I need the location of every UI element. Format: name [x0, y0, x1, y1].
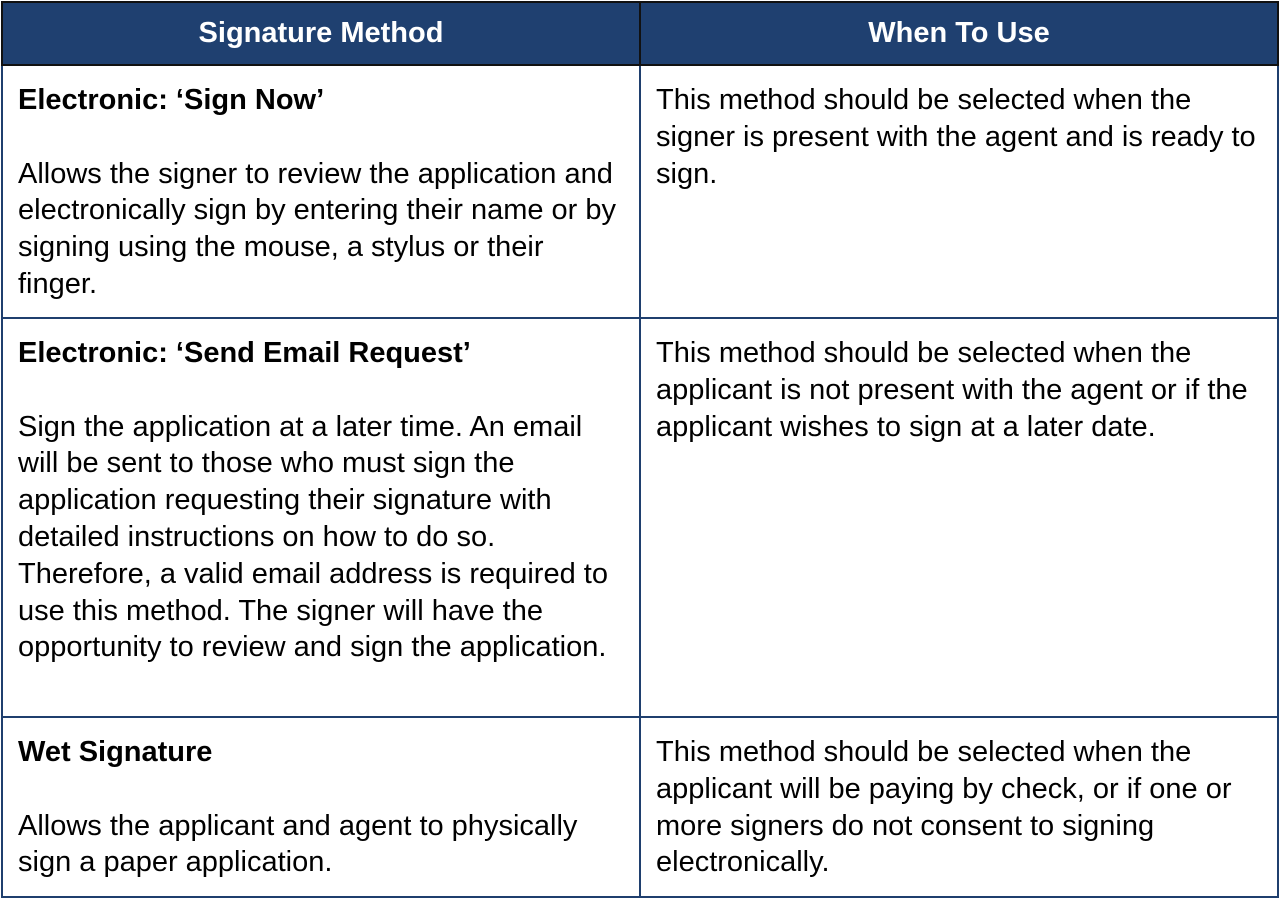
method-cell: Wet Signature Allows the applicant and a…: [1, 716, 641, 898]
when-to-use-cell: This method should be selected when the …: [639, 317, 1279, 718]
method-description: Allows the signer to review the applicat…: [18, 157, 617, 300]
method-title: Wet Signature: [18, 736, 213, 768]
header-signature-method: Signature Method: [1, 1, 641, 66]
header-when-to-use: When To Use: [639, 1, 1279, 66]
table-row: Wet Signature Allows the applicant and a…: [1, 716, 1279, 898]
header-row: Signature Method When To Use: [1, 1, 1279, 66]
method-cell: Electronic: ‘Sign Now’ Allows the signer…: [1, 64, 641, 319]
method-title: Electronic: ‘Sign Now’: [18, 84, 325, 116]
table-row: Electronic: ‘Send Email Request’ Sign th…: [1, 317, 1279, 718]
method-description: Sign the application at a later time. An…: [18, 410, 608, 664]
when-to-use-cell: This method should be selected when the …: [639, 716, 1279, 898]
when-to-use-cell: This method should be selected when the …: [639, 64, 1279, 319]
method-cell: Electronic: ‘Send Email Request’ Sign th…: [1, 317, 641, 718]
method-description: Allows the applicant and agent to physic…: [18, 809, 578, 879]
table-row: Electronic: ‘Sign Now’ Allows the signer…: [1, 64, 1279, 319]
method-title: Electronic: ‘Send Email Request’: [18, 337, 471, 369]
